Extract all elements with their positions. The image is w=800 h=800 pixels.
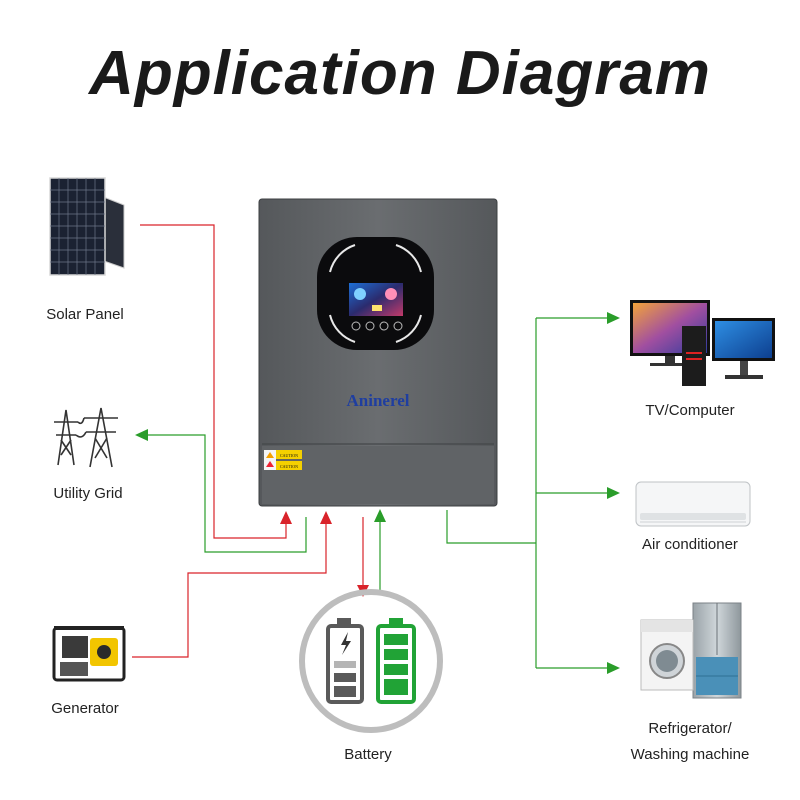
battery-icon	[299, 589, 443, 733]
caution-sticker-2: CAUTION	[280, 464, 298, 469]
caution-sticker-1: CAUTION	[280, 453, 298, 458]
red-input-lines	[132, 224, 364, 658]
green-arrowheads	[135, 312, 620, 674]
solar-panel-icon	[49, 177, 125, 276]
green-lines	[145, 317, 610, 669]
washing-machine-label: Washing machine	[630, 746, 750, 763]
page-title: Application Diagram	[89, 39, 711, 108]
air-conditioner-icon	[635, 481, 751, 527]
fridge-washer-icon	[640, 602, 742, 699]
utility-grid-label: Utility Grid	[53, 485, 123, 502]
refrigerator-label: Refrigerator/	[648, 720, 732, 737]
inverter-icon	[258, 198, 498, 507]
brand-logo: Aninerel	[347, 391, 410, 410]
air-conditioner-label: Air conditioner	[642, 536, 738, 553]
solar-panel-label: Solar Panel	[46, 306, 124, 323]
red-arrowheads	[280, 511, 369, 597]
generator-icon	[52, 626, 126, 682]
tv-computer-icon	[630, 300, 775, 386]
generator-label: Generator	[51, 700, 119, 717]
pylon-icon	[54, 407, 118, 468]
tv-computer-label: TV/Computer	[645, 402, 735, 419]
battery-label: Battery	[344, 746, 392, 763]
